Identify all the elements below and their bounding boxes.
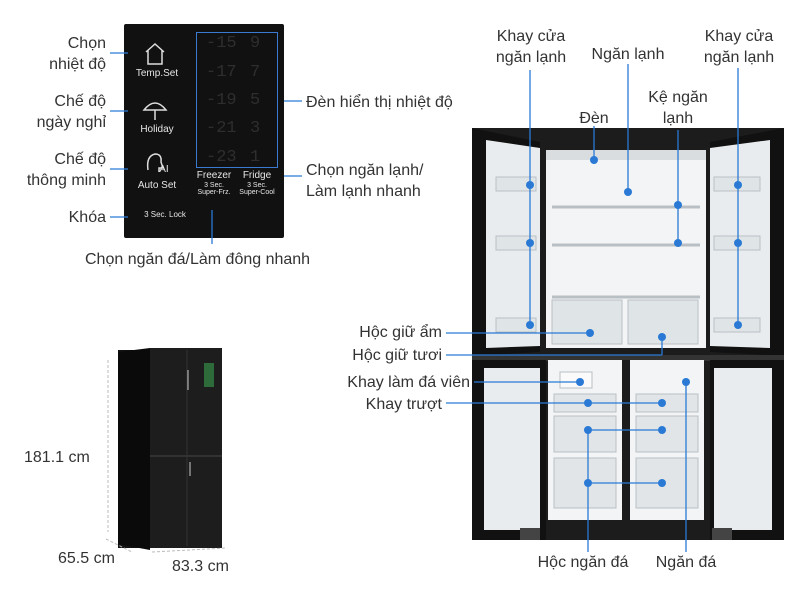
label-door-tray-left-line2: ngăn lạnh <box>495 49 567 66</box>
label-fridge-select-line1: Chọn ngăn lạnh/ <box>306 162 424 179</box>
label-humidity-box: Hộc giữ ẩm <box>359 324 442 341</box>
label-holiday: Chế độ ngày nghỉ <box>10 91 106 133</box>
label-fridge-select-line2: Làm lạnh nhanh <box>306 183 421 200</box>
label-slide-tray: Khay trượt <box>365 396 442 413</box>
ai-auto-set-button[interactable]: AI Auto Set <box>128 148 182 196</box>
label-smart: Chế độ thông minh <box>10 149 106 191</box>
big-fridge <box>472 128 784 540</box>
depth-label: 65.5 cm <box>58 550 115 567</box>
label-shelf-line2: lạnh <box>662 110 694 127</box>
label-temp-set-line2: nhiệt độ <box>49 56 106 73</box>
label-smart-line1: Chế độ <box>54 151 106 168</box>
label-ice-tray: Khay làm đá viên <box>347 374 470 391</box>
label-display: Đèn hiển thị nhiệt độ <box>306 94 453 111</box>
label-door-tray-left-line1: Khay cửa <box>496 28 566 45</box>
fridge-temp-5: 1 <box>250 148 261 167</box>
fridge-temp-4: 3 <box>250 119 261 138</box>
width-label: 83.3 cm <box>172 558 229 575</box>
freezer-temp-3: -19 <box>206 91 237 110</box>
label-temp-set: Chọn nhiệt độ <box>20 33 106 75</box>
temperature-display <box>196 32 278 168</box>
umbrella-icon <box>142 102 168 120</box>
label-fridge-compartment: Ngăn lạnh <box>591 46 665 63</box>
holiday-label: Holiday <box>140 124 174 135</box>
fridge-button[interactable]: Fridge 3 Sec. Super-Cool <box>236 170 278 206</box>
lock-button[interactable]: 3 Sec. Lock <box>128 208 188 222</box>
label-door-tray-right-line2: ngăn lạnh <box>703 49 775 66</box>
label-door-tray-right-line1: Khay cửa <box>704 28 774 45</box>
label-smart-line2: thông minh <box>26 172 106 189</box>
label-holiday-line2: ngày nghỉ <box>36 114 106 131</box>
freezer-temp-4: -21 <box>206 119 237 138</box>
label-fridge-select: Chọn ngăn lạnh/ Làm lạnh nhanh <box>306 160 423 202</box>
freezer-temp-1: -15 <box>206 34 237 53</box>
label-shelf-line1: Kệ ngăn <box>648 89 708 106</box>
lock-label: 3 Sec. Lock <box>144 210 186 219</box>
label-door-tray-right: Khay cửa ngăn lạnh <box>692 26 786 68</box>
freezer-label: Freezer <box>196 170 232 181</box>
ai-label: AI <box>159 164 169 175</box>
fridge-sub2: Super-Cool <box>239 189 275 196</box>
house-icon <box>145 42 165 65</box>
label-door-tray-left: Khay cửa ngăn lạnh <box>484 26 578 68</box>
label-temp-set-line1: Chọn <box>67 35 106 52</box>
fridge-label: Fridge <box>242 170 272 181</box>
freezer-temp-2: -17 <box>206 63 237 82</box>
height-label: 181.1 cm <box>24 449 90 466</box>
label-freezer-compartment: Ngăn đá <box>655 554 717 571</box>
freezer-sub1: 3 Sec. <box>204 182 224 189</box>
label-shelf: Kệ ngăn lạnh <box>638 87 718 129</box>
freezer-button[interactable]: Freezer 3 Sec. Super-Frz. <box>194 170 234 206</box>
label-fresh-box: Hộc giữ tươi <box>352 347 442 364</box>
freezer-sub2: Super-Frz. <box>197 189 231 196</box>
ai-head-icon <box>146 153 165 172</box>
fridge-temp-2: 7 <box>250 63 261 82</box>
temp-set-label: Temp.Set <box>135 68 179 79</box>
fridge-sub1: 3 Sec. <box>247 182 267 189</box>
auto-set-label: Auto Set <box>137 180 177 191</box>
fridge-temp-3: 5 <box>250 91 261 110</box>
fridge-temp-1: 9 <box>250 34 261 53</box>
label-freezer-drawer: Hộc ngăn đá <box>537 554 629 571</box>
label-freezer-select: Chọn ngăn đá/Làm đông nhanh <box>85 251 311 268</box>
control-panel: Temp.Set Holiday AI Auto Set 3 Sec. Lock… <box>124 24 284 238</box>
freezer-temp-5: -23 <box>206 148 237 167</box>
small-fridge <box>118 348 222 550</box>
temp-set-button[interactable]: Temp.Set <box>128 34 182 82</box>
label-holiday-line1: Chế độ <box>54 93 106 110</box>
label-light: Đèn <box>579 110 609 127</box>
holiday-button[interactable]: Holiday <box>128 90 182 138</box>
label-lock: Khóa <box>68 209 106 226</box>
